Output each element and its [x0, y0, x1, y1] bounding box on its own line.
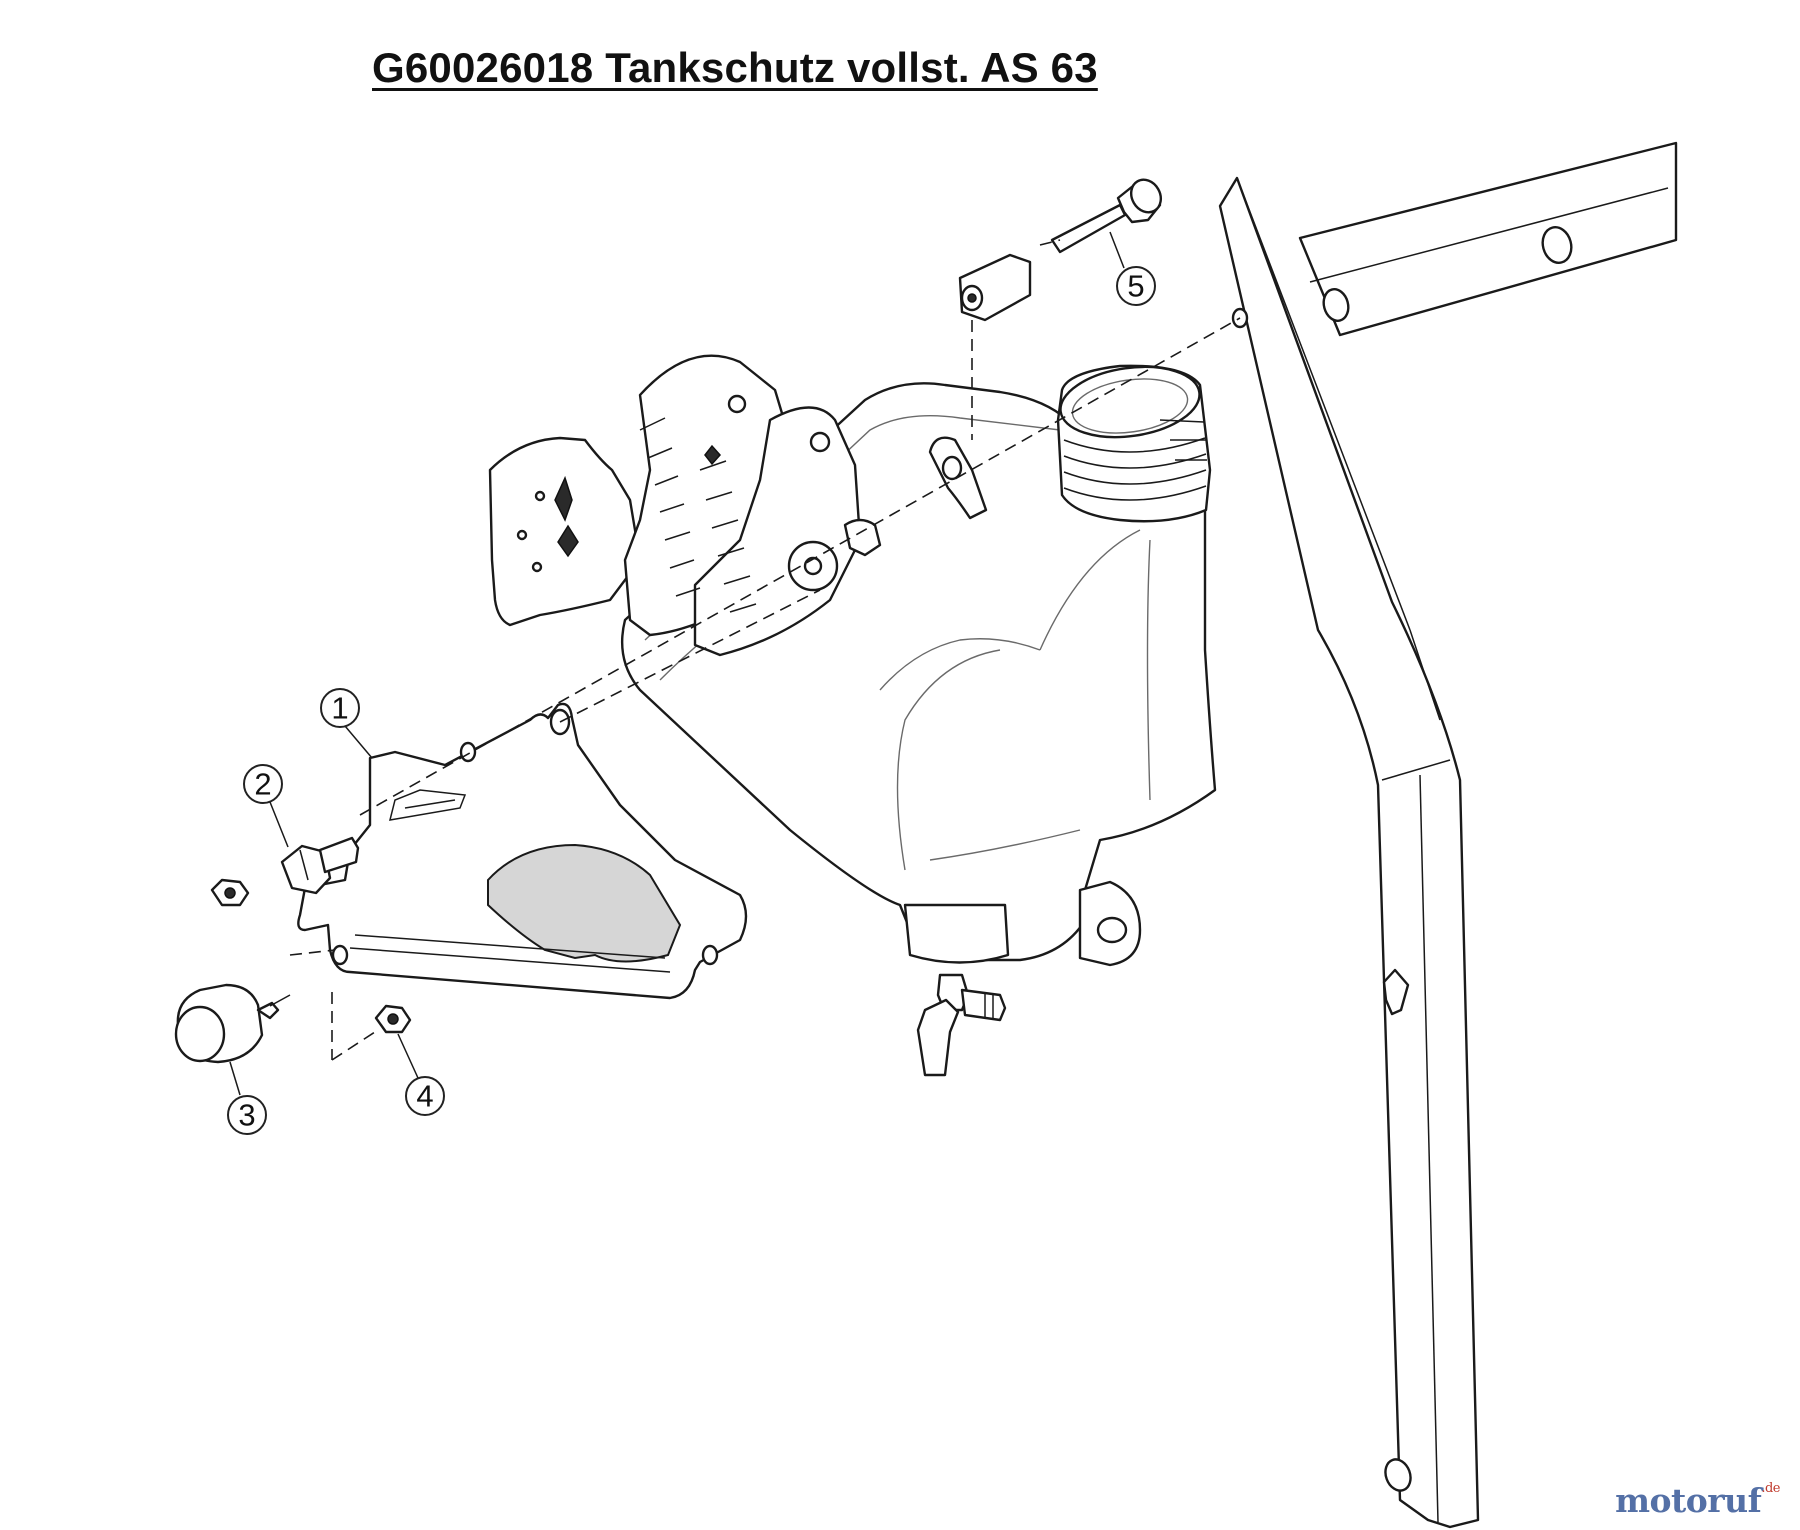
assembly-lines: [289, 239, 1241, 1061]
callout-2: 2: [243, 764, 289, 848]
callout-5: 5: [1109, 231, 1156, 306]
callout-4-label: 4: [416, 1079, 433, 1114]
nut: [210, 878, 250, 907]
callout-1: 1: [320, 688, 373, 759]
bolt-part-2: [280, 836, 360, 895]
callout-5-label: 5: [1127, 269, 1144, 304]
callout-3-label: 3: [238, 1098, 255, 1133]
handle-frame: [1218, 141, 1678, 1529]
flange-nut-part-4: [374, 1004, 412, 1034]
motoruf-logo: motoruf.de: [1615, 1481, 1780, 1520]
control-plates: [488, 354, 882, 657]
callout-2-label: 2: [254, 767, 271, 802]
tank-guard-part-1: [297, 702, 748, 1000]
diagram-title: G60026018 Tankschutz vollst. AS 63: [372, 44, 1098, 91]
callout-3: 3: [227, 1061, 267, 1135]
logo-text: motoruf: [1615, 1481, 1762, 1520]
rubber-buffer-part-3: [174, 983, 291, 1064]
logo-tld: .de: [1761, 1481, 1780, 1496]
long-bolt-part-5: [1050, 178, 1163, 254]
spacer-sleeve: [958, 253, 1032, 322]
callout-1-label: 1: [331, 691, 348, 726]
callout-4: 4: [397, 1033, 445, 1116]
